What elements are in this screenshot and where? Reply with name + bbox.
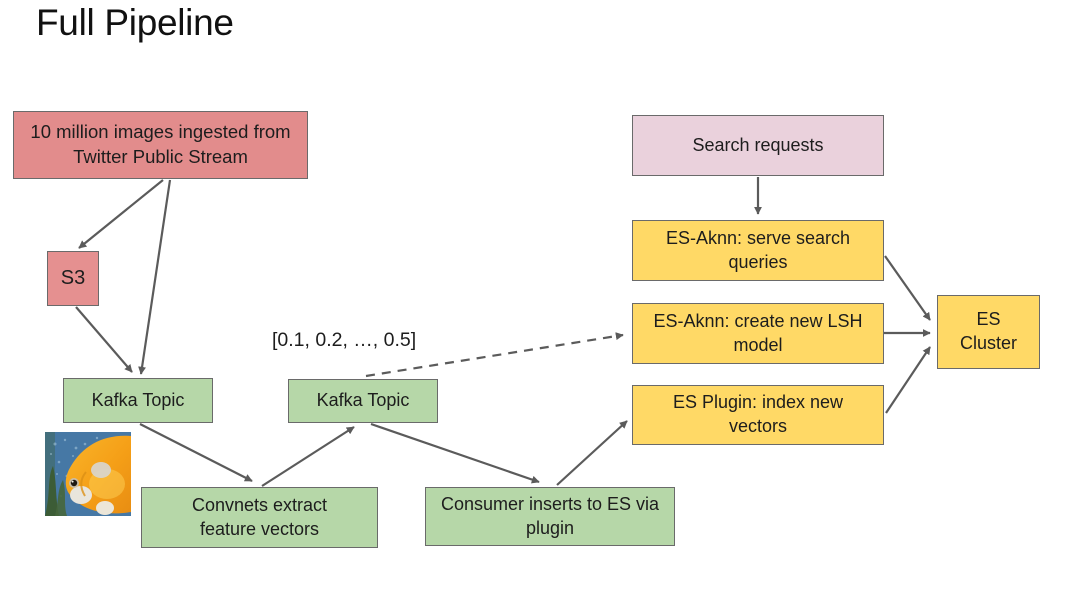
edge-s3-to-kafka1 [75, 306, 133, 373]
belly-fin [96, 501, 114, 515]
edge-consumer-to-plugin [556, 420, 628, 486]
node-label: Consumer inserts to ES via plugin [440, 493, 660, 538]
node-label: S3 [60, 267, 86, 290]
node-s3: S3 [47, 251, 99, 306]
node-serve-queries: ES-Aknn: serve search queries [632, 220, 884, 281]
edge-plugin-to-cluster [885, 346, 931, 414]
node-label: ES Plugin: index new vectors [672, 392, 844, 436]
plant [55, 480, 67, 516]
node-consumer: Consumer inserts to ES via plugin [425, 487, 675, 546]
node-ingest-images: 10 million images ingested from Twitter … [13, 111, 308, 179]
node-es-cluster: ES Cluster [937, 295, 1040, 369]
edge-ingest-to-kafka1 [138, 179, 172, 375]
node-kafka-topic-1: Kafka Topic [63, 378, 213, 423]
node-label: 10 million images ingested from Twitter … [30, 121, 291, 167]
node-label: Search requests [692, 134, 824, 155]
edge-kafka2-to-consumer [370, 422, 540, 484]
node-kafka-topic-2: Kafka Topic [288, 379, 438, 423]
page-title: Full Pipeline [36, 2, 234, 43]
gill-line [80, 471, 87, 497]
node-label: ES-Aknn: serve search queries [665, 227, 851, 272]
edge-kafka1-to-convnets [139, 423, 253, 482]
node-label: Kafka Topic [316, 390, 410, 411]
edge-convnets-to-kafka2 [261, 426, 355, 487]
white-back-patch [91, 462, 111, 478]
node-convnets: Convnets extract feature vectors [141, 487, 378, 548]
node-label: Kafka Topic [91, 389, 185, 410]
node-create-lsh: ES-Aknn: create new LSH model [632, 303, 884, 364]
edge-serve-to-cluster [884, 255, 931, 321]
node-search-requests: Search requests [632, 115, 884, 176]
node-label: ES-Aknn: create new LSH model [653, 310, 863, 355]
node-label: Convnets extract feature vectors [191, 494, 328, 539]
white-cheek [70, 486, 92, 504]
goldfish-image [45, 432, 131, 516]
edge-ingest-to-s3 [78, 179, 164, 249]
node-label: ES Cluster [959, 309, 1017, 353]
node-index-vectors: ES Plugin: index new vectors [632, 385, 884, 445]
plant [45, 466, 59, 516]
vector-annotation: [0.1, 0.2, …, 0.5] [272, 329, 417, 351]
